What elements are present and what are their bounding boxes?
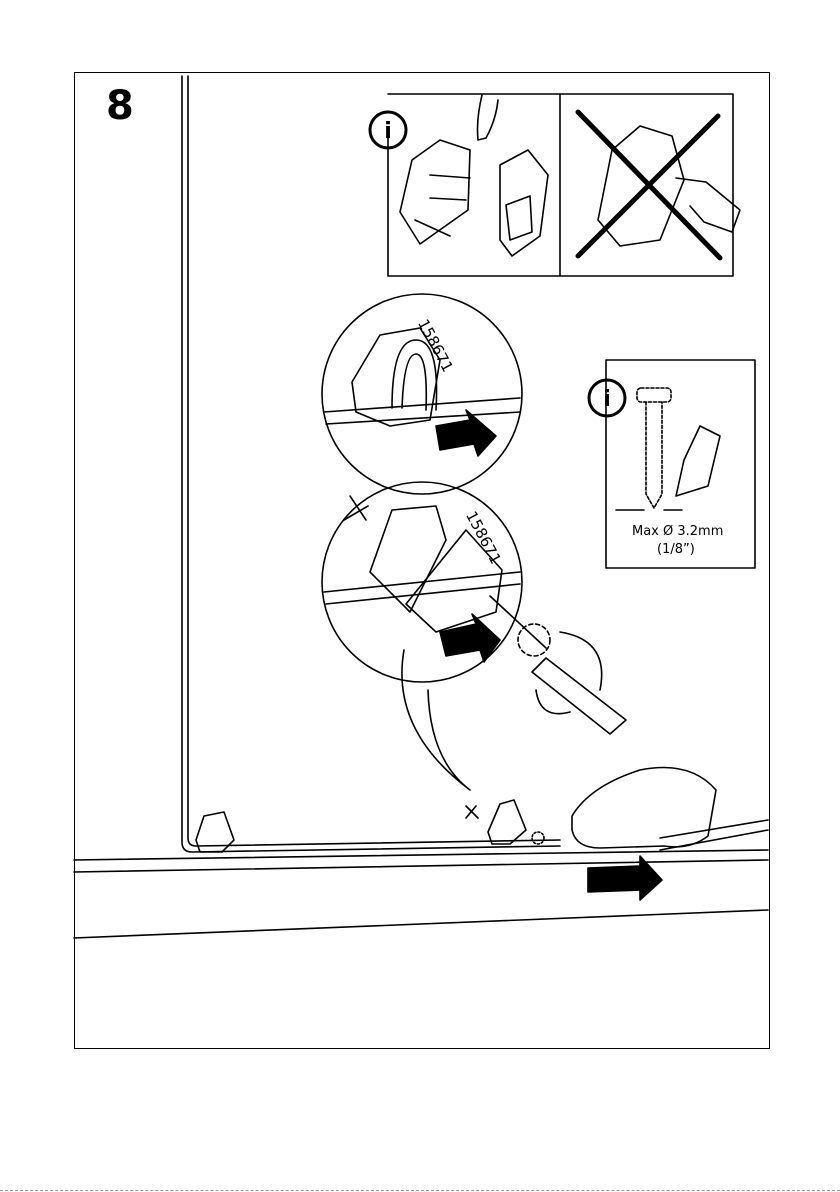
info-icon-screw-glyph: i — [603, 387, 611, 412]
screw-max-diameter: Max Ø 3.2mm — [632, 524, 723, 539]
screwdriver — [532, 658, 626, 734]
shelf-top-line — [74, 850, 768, 860]
page-cut-line — [0, 1190, 840, 1191]
cable-edge-top — [324, 398, 520, 424]
screw-body-outline — [646, 402, 662, 508]
shelf-bottom-line — [74, 910, 768, 938]
hand-pulling-cable — [572, 768, 716, 849]
mirror-edge-outer — [182, 76, 560, 852]
screw-head-outline — [637, 388, 671, 402]
mirror-edge-inner — [188, 76, 560, 846]
callout-tail — [402, 650, 470, 790]
clip-installed-right — [488, 800, 526, 844]
cable — [660, 820, 768, 850]
clip-drawing-right — [500, 150, 548, 256]
screw-imperial-size: (1/8”) — [657, 542, 695, 557]
pointing-hand-screw — [676, 426, 720, 496]
info-icon-top-glyph: i — [384, 119, 392, 144]
screw-head-highlight — [518, 624, 550, 656]
pointing-hand-top — [478, 95, 499, 140]
shelf-line — [74, 860, 768, 872]
